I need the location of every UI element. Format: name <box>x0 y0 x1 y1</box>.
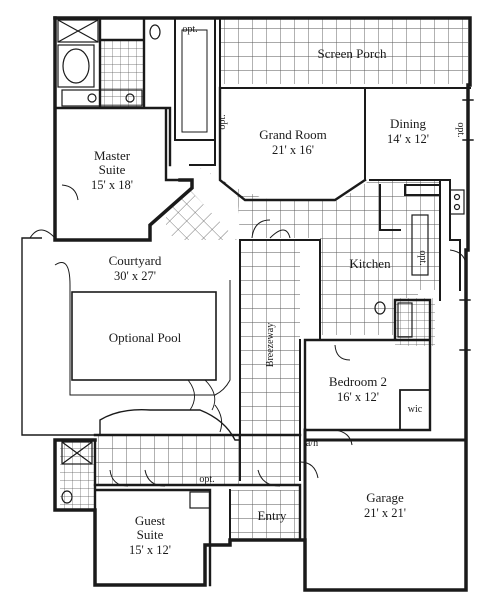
master-bath-floor <box>100 40 144 108</box>
master-suite-interior <box>58 108 166 238</box>
guest-suite-label-2: Suite <box>137 527 164 542</box>
bedroom2-bath-floor <box>395 298 435 346</box>
entry-wall <box>229 489 301 541</box>
door-arc <box>144 469 166 487</box>
courtyard-door-arc <box>29 229 56 239</box>
grand-room-dim: 21' x 16' <box>272 143 314 157</box>
door-arc <box>61 184 79 201</box>
shower-x <box>57 19 99 43</box>
master-tub <box>57 44 95 88</box>
door-arc <box>334 344 351 361</box>
door-arc <box>109 469 129 487</box>
bedroom2-dim: 16' x 12' <box>337 390 379 404</box>
master-vanity <box>61 89 143 107</box>
guest-suite-label-1: Guest <box>135 513 166 528</box>
master-suite-label-1: Master <box>94 148 131 163</box>
closet-inner <box>181 29 208 133</box>
garage-dim: 21' x 21' <box>364 506 406 520</box>
door-arc <box>214 404 223 433</box>
porch-opt-label: opt. <box>217 114 228 129</box>
courtyard-label: Courtyard <box>109 253 162 268</box>
breezeway-label: Breezeway <box>265 323 276 367</box>
hall-diagonal-floor <box>150 190 237 240</box>
guest-opt-label: opt. <box>199 474 214 485</box>
screen-porch-floor <box>220 18 468 84</box>
master-suite-dim: 15' x 18' <box>91 178 133 192</box>
screen-porch-label: Screen Porch <box>318 46 387 61</box>
grand-room-interior <box>232 92 345 192</box>
grand-room-label: Grand Room <box>259 127 327 142</box>
optional-pool <box>71 291 217 381</box>
door-arc <box>299 461 319 479</box>
pool-steps <box>187 379 216 411</box>
bedroom2-interior <box>308 345 408 427</box>
garage-label: Garage <box>366 490 404 505</box>
courtyard <box>21 229 241 441</box>
tiled-floors <box>60 18 468 538</box>
breezeway-wall <box>239 239 321 481</box>
door-arc <box>251 219 271 239</box>
door-arc <box>257 469 281 487</box>
master-shower <box>57 19 99 43</box>
window-marks <box>459 99 474 351</box>
garage-interior <box>305 440 465 585</box>
entry-floor <box>230 490 300 538</box>
shower-x <box>61 441 93 465</box>
dining-dim: 14' x 12' <box>387 132 429 146</box>
master-interior <box>53 16 192 182</box>
rooms <box>58 88 465 585</box>
entry-label: Entry <box>258 508 287 523</box>
courtyard-deck <box>54 262 231 396</box>
guest-vanity <box>189 491 211 509</box>
door-arc <box>269 229 291 239</box>
burner-icon <box>453 193 461 201</box>
wic-label: wic <box>408 404 423 415</box>
kitchen-opt-label: opt. <box>417 250 428 265</box>
kitchen-wall <box>369 179 461 301</box>
dining-label: Dining <box>390 116 427 131</box>
labels: Screen Porch opt. Grand Room 21' x 16' D… <box>91 24 466 557</box>
breezeway-floor <box>240 240 300 470</box>
bedroom2-label: Bedroom 2 <box>329 374 387 389</box>
wic-wall <box>399 389 431 431</box>
toilet-icon <box>374 301 386 315</box>
burner-icon <box>453 203 461 211</box>
master-tub-basin <box>62 48 90 84</box>
guest-bath-floor <box>60 440 95 510</box>
door-arc <box>334 429 353 446</box>
walls <box>53 16 474 592</box>
optional-pool-label: Optional Pool <box>109 330 182 345</box>
bed2-tub <box>397 302 413 338</box>
gallery-floor <box>95 435 300 485</box>
courtyard-outline <box>21 237 241 441</box>
kitchen-island <box>411 214 429 276</box>
master-suite-label-2: Suite <box>99 162 126 177</box>
opt-label: opt. <box>182 24 197 35</box>
kitchen-label: Kitchen <box>349 256 391 271</box>
toilet-icon <box>149 24 161 40</box>
grand-room-wall <box>218 86 367 202</box>
door-arc <box>449 249 467 266</box>
closet-wall <box>174 17 216 166</box>
guest-wall <box>93 438 212 587</box>
garage-wall <box>303 428 468 592</box>
guest-suite-interior <box>97 490 205 582</box>
dining-opt-label: opt. <box>455 122 466 137</box>
kitchen-floor <box>195 165 440 335</box>
sink-icon <box>125 93 135 103</box>
fixtures <box>57 19 465 509</box>
guest-suite-dim: 15' x 12' <box>129 543 171 557</box>
range-icon <box>449 189 465 215</box>
sink-icon <box>87 93 97 103</box>
dining-interior <box>368 88 463 176</box>
ah-label: a/h <box>306 438 318 449</box>
exterior-wall <box>53 16 472 592</box>
courtyard-dim: 30' x 27' <box>114 269 156 283</box>
guest-shower <box>61 441 93 465</box>
master-wall <box>53 16 194 242</box>
toilet-icon <box>61 490 73 504</box>
porch-wall <box>219 17 471 181</box>
doors <box>61 184 467 487</box>
